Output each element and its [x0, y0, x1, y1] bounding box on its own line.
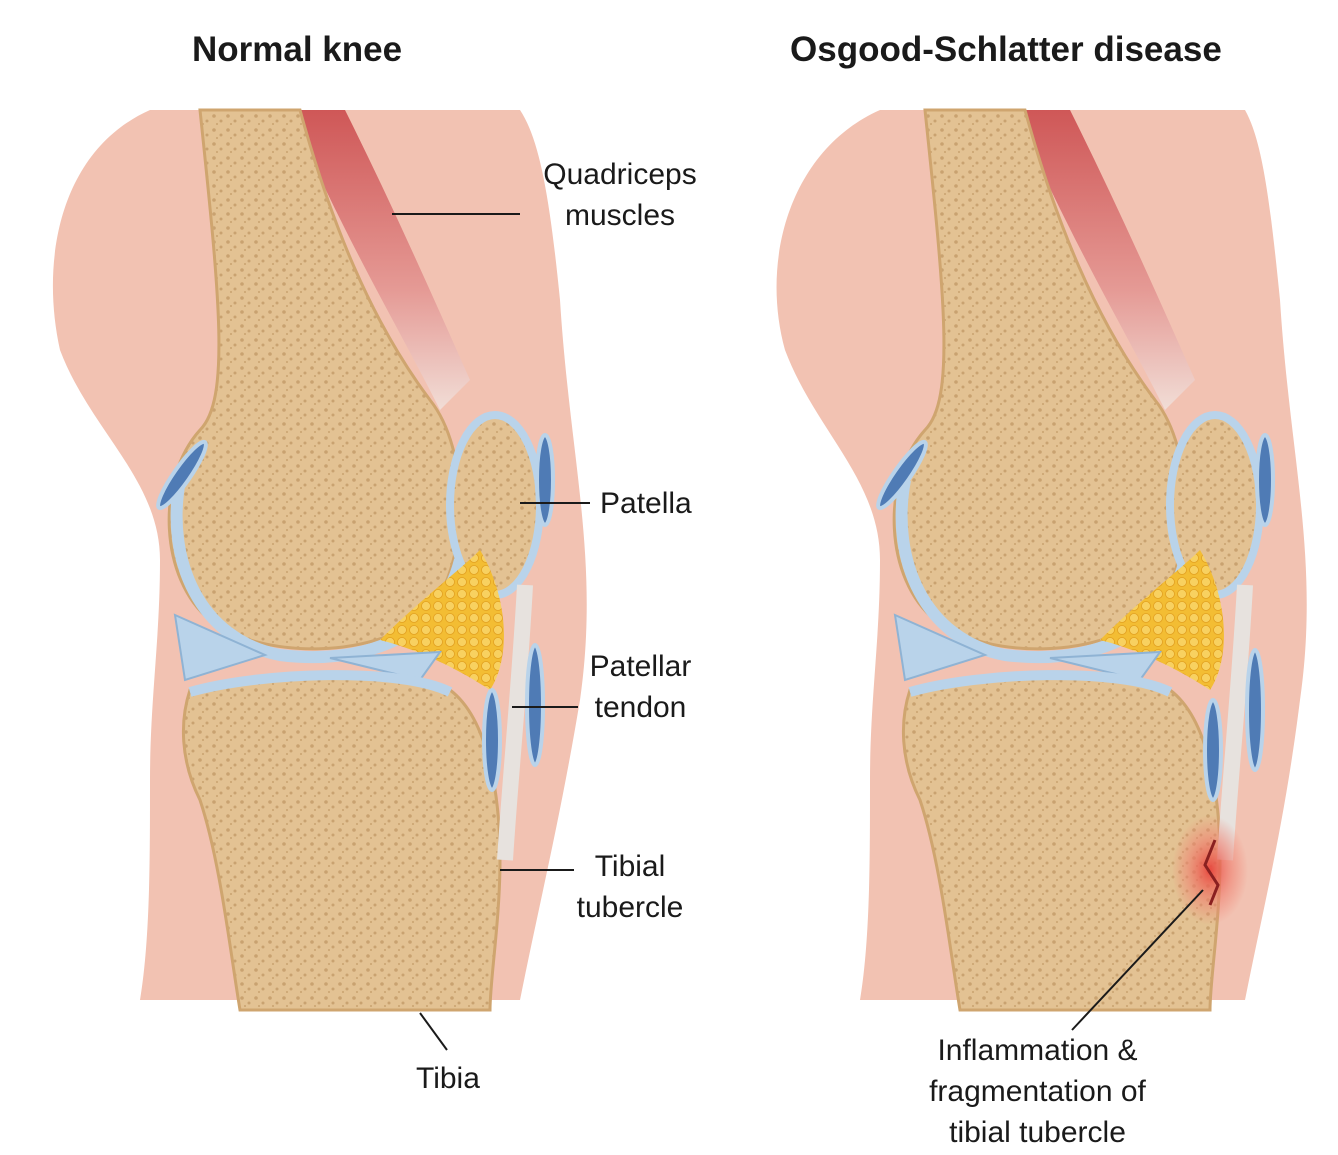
quadriceps-muscle-left — [290, 110, 470, 410]
tibial-cartilage-left — [188, 670, 453, 697]
label-patella: Patella — [600, 487, 692, 520]
patellar-tendon-left — [497, 584, 533, 861]
bursa-infrapatellar-left — [482, 688, 502, 792]
tibia-bone-left — [182, 671, 502, 1012]
bursa-posterior-left — [156, 439, 208, 511]
label-inflammation: Inflammation & fragmentation of tibial t… — [905, 1030, 1170, 1153]
tibial-cartilage-right — [908, 670, 1173, 697]
label-patellar-tendon-line1: Patellar — [589, 650, 692, 683]
meniscus-anterior-left — [329, 650, 443, 682]
meniscus-posterior-right — [893, 613, 988, 682]
femur-right — [892, 108, 1187, 651]
meniscus-anterior-right — [1049, 650, 1163, 682]
meniscus-posterior-left — [173, 613, 268, 682]
tubercle-fragment-crack — [1203, 839, 1220, 906]
bursa-pretibial-left — [525, 643, 545, 767]
label-tibial-tubercle: Tibial tubercle — [565, 846, 695, 928]
label-quadriceps-line1: Quadriceps — [543, 158, 697, 191]
infrapatellar-fat-pad-left — [380, 550, 504, 690]
normal-knee-illustration — [52, 108, 587, 1012]
label-tibial-tubercle-line1: Tibial — [594, 850, 666, 883]
label-patellar-tendon-line2: tendon — [594, 691, 687, 724]
leader-tibia — [419, 1012, 448, 1051]
osgood-schlatter-title: Osgood-Schlatter disease — [790, 30, 1222, 69]
label-tibial-tubercle-line2: tubercle — [576, 891, 684, 924]
bursa-infrapatellar-right — [1203, 698, 1223, 802]
bursa-pretibial-right — [1245, 648, 1265, 772]
label-tibia: Tibia — [416, 1062, 480, 1095]
bursa-posterior-right — [876, 439, 928, 511]
bursa-prepatellar-right — [1255, 433, 1275, 527]
femur-left — [167, 108, 462, 651]
label-patellar-tendon: Patellar tendon — [578, 646, 703, 728]
normal-knee-title: Normal knee — [192, 30, 403, 69]
infrapatellar-fat-pad-right — [1100, 550, 1224, 690]
label-inflammation-line1: Inflammation & — [937, 1034, 1138, 1067]
label-inflammation-line3: tibial tubercle — [949, 1116, 1126, 1149]
quadriceps-muscle-right — [1015, 110, 1195, 410]
label-inflammation-line2: fragmentation of — [929, 1075, 1146, 1108]
label-quadriceps-line2: muscles — [564, 199, 676, 232]
tibia-bone-right — [902, 671, 1222, 1012]
osgood-schlatter-knee-illustration — [776, 108, 1307, 1012]
leader-inflammation — [1071, 889, 1204, 1031]
label-quadriceps-muscles: Quadriceps muscles — [530, 154, 710, 236]
bursa-prepatellar-left — [535, 433, 555, 527]
